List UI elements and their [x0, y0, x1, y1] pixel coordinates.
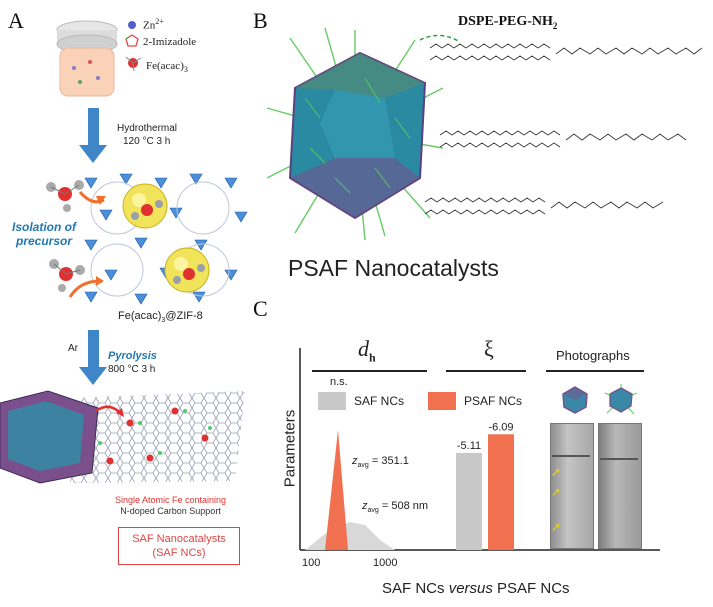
saf-nanocatalysts-box: SAF Nanocatalysts (SAF NCs) — [118, 527, 240, 565]
xi-value-label-saf: -5.11 — [457, 440, 481, 452]
ar-gas-label: Ar — [68, 343, 78, 354]
lipid-label: DSPE-PEG-NH2 — [458, 14, 558, 31]
x-tick-1000: 1000 — [373, 557, 398, 569]
photo-saf-cuvette — [550, 423, 594, 549]
legend-psaf-label: PSAF NCs — [464, 394, 523, 408]
arrow-head-2 — [79, 367, 107, 385]
fe-acac-molecule-2 — [49, 259, 85, 292]
header-rule-photo — [546, 370, 644, 372]
panel-letter-c: C — [253, 296, 268, 321]
panel-letter-b: B — [253, 8, 268, 33]
col-photo-header: Photographs — [556, 348, 630, 363]
header-rule-xi — [446, 370, 526, 372]
pyrolysis-label: Pyrolysis 800 °C 3 h — [108, 350, 157, 375]
col-dh-header: dh — [358, 336, 376, 365]
arrow-down-1 — [88, 108, 99, 146]
zn-icon — [128, 21, 136, 29]
photo-psaf-cuvette — [598, 423, 642, 549]
support-label: Single Atomic Fe containing N-doped Carb… — [115, 495, 227, 516]
size-dist-psaf — [325, 430, 348, 550]
isolation-label: Isolation of precursor — [12, 220, 76, 248]
fe-acac-molecule-1 — [46, 180, 84, 212]
legend-imidazole: 2-Imizadole — [143, 36, 197, 48]
psaf-caption: PSAF Nanocatalysts — [288, 255, 499, 281]
sediment-arrow-1: ➚ — [551, 465, 562, 479]
legend-zn: Zn2+ — [143, 17, 164, 32]
zif8-lattice — [75, 170, 250, 305]
xi-bar-saf — [456, 452, 482, 550]
sediment-arrow-2: ➚ — [551, 485, 562, 499]
arrow-down-2 — [88, 330, 99, 368]
ns-label: n.s. — [330, 376, 348, 388]
imidazole-icon — [125, 34, 139, 47]
lipid-chains — [420, 34, 703, 215]
legend-psaf-swatch — [428, 392, 456, 410]
intermediate-label: Fe(acac)3@ZIF-8 — [118, 310, 203, 325]
xi-value-label-psaf: -6.09 — [488, 421, 513, 433]
x-tick-100: 100 — [302, 557, 321, 569]
header-rule-dh — [312, 370, 427, 372]
orange-arrow-1 — [78, 190, 106, 205]
sediment-arrow-3: ➚ — [551, 520, 562, 534]
legend-saf-label: SAF NCs — [354, 394, 405, 408]
carbon-support-sheet — [0, 390, 245, 484]
panel-letter-a: A — [8, 8, 24, 33]
x-axis-label: SAF NCs versus PSAF NCs — [382, 580, 570, 597]
arrow-head-1 — [79, 145, 107, 163]
step1-label: Hydrothermal 120 °C 3 h — [117, 123, 178, 147]
photo-saf-particle — [562, 386, 588, 414]
orange-arrow-2 — [68, 276, 104, 298]
cuvette-meniscus-2 — [600, 458, 638, 460]
photo-psaf-particle — [604, 384, 638, 415]
annot-psaf-zavg: zavg = 351.1 — [352, 455, 409, 470]
vial-illustration — [56, 20, 118, 97]
psaf-nanoparticle — [266, 28, 444, 241]
col-xi-header: ξ — [484, 336, 494, 361]
size-dist-saf — [305, 522, 395, 550]
legend-saf-swatch — [318, 392, 346, 410]
fe-acac-icon — [125, 56, 142, 72]
annot-saf-zavg: zavg = 508 nm — [362, 500, 429, 515]
xi-bar-psaf — [488, 434, 514, 550]
legend-fe-acac: Fe(acac)3 — [146, 60, 188, 75]
cuvette-meniscus-1 — [552, 455, 590, 457]
